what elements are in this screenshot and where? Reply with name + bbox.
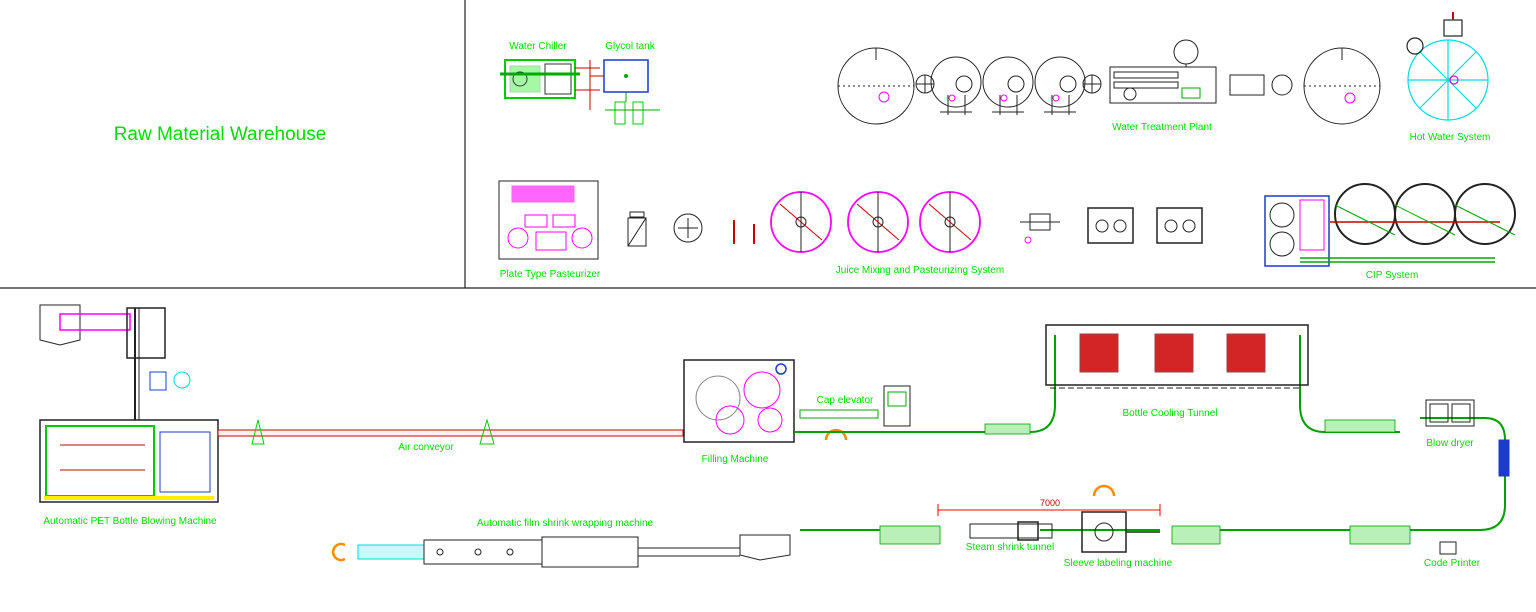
blow-dryer (1425, 399, 1510, 477)
warehouse-label: Raw Material Warehouse (114, 124, 327, 145)
mixing-tank-1 (770, 191, 832, 253)
blowing-machine-label: Automatic PET Bottle Blowing Machine (43, 516, 217, 527)
filling-machine-label: Filling Machine (702, 454, 769, 465)
softener-tank (1034, 56, 1086, 115)
raw-water-tank (837, 47, 915, 125)
mixing-tank-3 (919, 191, 981, 253)
cooling-tunnel-label: Bottle Cooling Tunnel (1122, 408, 1217, 419)
frame-lines (0, 0, 1536, 289)
sleeve-labeling-label: Sleeve labeling machine (1064, 558, 1173, 569)
homogenizer (1020, 213, 1060, 244)
carbon-filter-tank (982, 56, 1034, 115)
plate-pasteurizer (498, 180, 599, 260)
bottle-conveyor (794, 335, 1506, 531)
water-treatment-label: Water Treatment Plant (1112, 122, 1212, 133)
preform-loader (39, 304, 166, 420)
code-printer-label: Code Printer (1424, 558, 1481, 569)
cip-system (1264, 183, 1516, 267)
blowing-machine (39, 371, 219, 503)
shrink-wrapping-machine (331, 534, 791, 568)
cooling-tunnel (1045, 324, 1309, 389)
filling-machine (683, 359, 795, 443)
glycol-tank-label: Glycol tank (605, 41, 655, 52)
juice-mixing-label: Juice Mixing and Pasteurizing System (836, 265, 1004, 276)
hot-water-label: Hot Water System (1410, 132, 1491, 143)
code-printer (1439, 541, 1457, 555)
precision-filter-icon (1082, 74, 1102, 94)
cap-elevator (799, 385, 911, 441)
ro-system (1109, 39, 1217, 104)
air-conveyor (217, 418, 684, 445)
degasser-units (1087, 207, 1203, 244)
sleeve-labeling-machine (1081, 484, 1160, 553)
blow-dryer-label: Blow dryer (1426, 438, 1474, 449)
sand-filter-tank (930, 56, 982, 115)
steam-tunnel-label: Steam shrink tunnel (966, 542, 1054, 553)
plate-pasteurizer-label: Plate Type Pasteurizer (500, 269, 601, 280)
air-conveyor-label: Air conveyor (398, 442, 454, 453)
conveyor-fill-segments (879, 419, 1411, 545)
juice-mixing-equipment (627, 211, 755, 247)
dimension-line (937, 504, 1161, 516)
water-chiller-unit (500, 59, 660, 125)
hot-water-tank (1406, 12, 1489, 121)
steam-shrink-tunnel (969, 521, 1053, 541)
cap-elevator-label: Cap elevator (817, 395, 874, 406)
mixing-tank-2 (847, 191, 909, 253)
filter-pump-icon (915, 74, 935, 94)
shrink-wrapping-label: Automatic film shrink wrapping machine (477, 518, 654, 529)
cip-label: CIP System (1366, 270, 1419, 281)
water-chiller-label: Water Chiller (509, 41, 567, 52)
pure-water-tank (1229, 47, 1381, 125)
dimension-label: 7000 (1040, 498, 1060, 508)
glycol-tank (590, 59, 649, 102)
